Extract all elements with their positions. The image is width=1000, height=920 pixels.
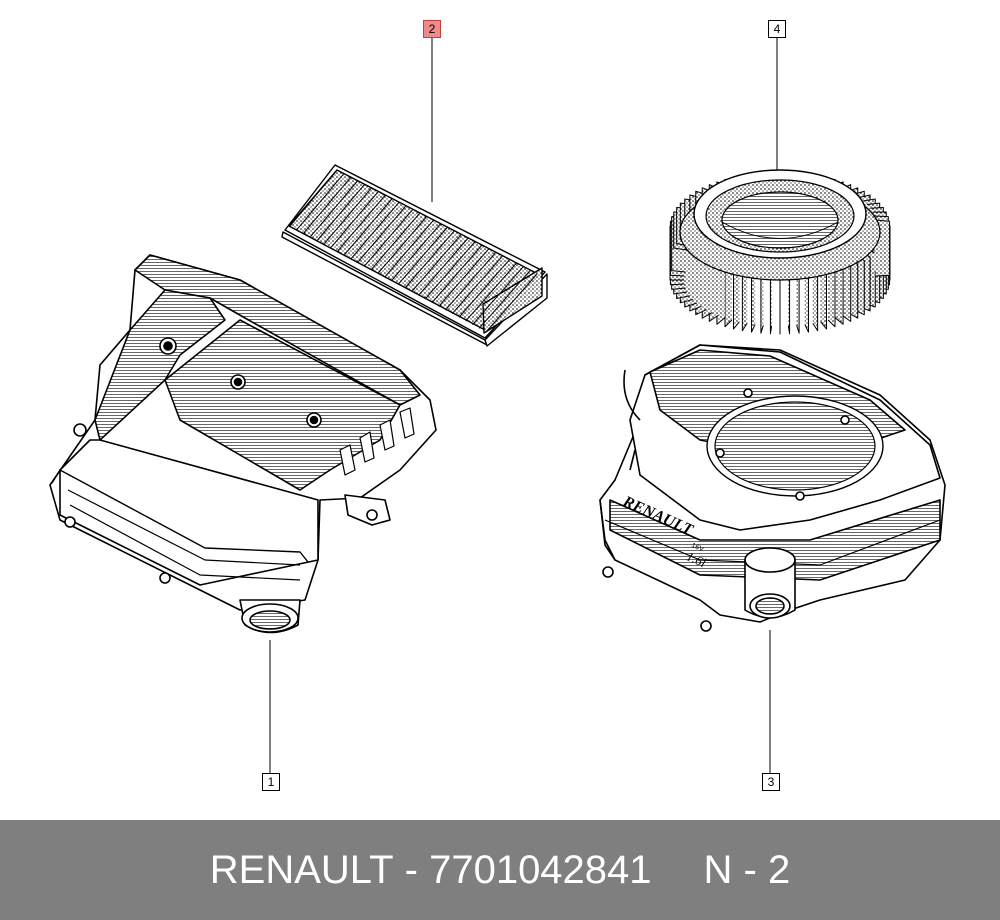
footer-separator: -: [404, 847, 418, 892]
parts-diagram: RENAULT 16V 1.6l: [49, 37, 946, 773]
part-footer-banner: RENAULT - 7701042841 N - 2: [0, 820, 1000, 920]
callout-1: 1: [262, 773, 280, 791]
casing-small-marking: 16V: [690, 542, 705, 554]
callout-2: 2: [423, 20, 441, 38]
panel-filter-element: [281, 164, 548, 347]
callout-4: 4: [768, 20, 786, 38]
footer-page-ref: N - 2: [703, 847, 791, 892]
footer-brand: RENAULT: [209, 847, 394, 892]
air-filter-housing-1: [49, 254, 437, 634]
air-filter-housing-3: RENAULT 16V 1.6l: [599, 344, 946, 632]
callout-3: 3: [762, 773, 780, 791]
round-filter-element: [669, 169, 891, 335]
footer-part-number: 7701042841: [429, 847, 652, 892]
